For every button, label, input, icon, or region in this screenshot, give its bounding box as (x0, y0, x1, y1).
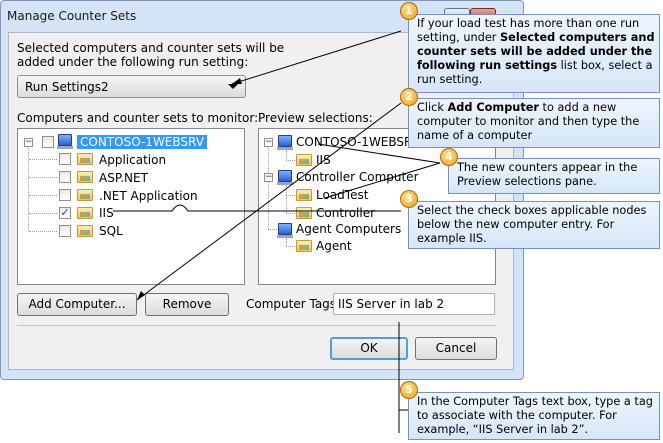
tree-item-sql[interactable]: SQL (99, 224, 123, 238)
divider (17, 325, 496, 326)
callout-badge-5: 5 (400, 381, 418, 399)
computer-icon (277, 223, 293, 238)
callout-4-text: The new counters appear in the Preview s… (457, 161, 638, 188)
callout-badge-4: 4 (440, 148, 458, 166)
counter-set-icon (296, 189, 312, 201)
collapse-icon[interactable]: − (264, 172, 273, 182)
left-panel-label: Computers and counter sets to monitor: (17, 111, 259, 125)
tree-line (28, 148, 29, 231)
callout-5: In the Computer Tags text box, type a ta… (408, 392, 660, 440)
iis-checkbox-checked[interactable]: ✓ (59, 206, 71, 219)
computers-tree-panel (17, 128, 245, 285)
callout-badge-3: 3 (400, 190, 418, 208)
tree-line (29, 159, 57, 160)
pointer-5 (398, 322, 408, 433)
tree-line (286, 150, 287, 160)
tree-item-iis[interactable]: IIS (99, 206, 114, 220)
computer-tags-input[interactable]: IIS Server in lab 2 (333, 293, 495, 315)
computer-icon (277, 170, 293, 185)
callout-2: Click Add Computer to add a new computer… (408, 98, 660, 148)
tree-line (29, 195, 57, 196)
collapse-icon[interactable]: − (24, 137, 33, 147)
preview-controller-child-node[interactable]: Controller (316, 206, 376, 220)
preview-agents-node[interactable]: Agent Computers (296, 222, 402, 236)
tree-line (268, 229, 277, 230)
counter-set-icon (77, 153, 93, 165)
callout-badge-1: 1 (400, 2, 418, 20)
tree-line (286, 213, 295, 214)
pointer-1 (231, 30, 402, 85)
instruction-line-2: added under the following run setting: (17, 55, 249, 69)
preview-agent-node[interactable]: Agent (316, 239, 352, 253)
computer-icon (277, 135, 293, 150)
application-checkbox[interactable] (59, 153, 71, 165)
counter-set-icon (77, 189, 93, 201)
run-setting-select[interactable]: Run Settings2 (17, 75, 246, 98)
computer-tags-label: Computer Tags: (246, 297, 341, 311)
instruction-line-1: Selected computers and counter sets will… (17, 41, 285, 55)
remove-button[interactable]: Remove (145, 293, 229, 316)
chevron-down-icon (228, 84, 238, 89)
pointer-3 (113, 204, 401, 212)
pointer-2 (136, 102, 402, 301)
computer-checkbox[interactable] (42, 136, 54, 148)
counter-set-icon (296, 240, 312, 252)
computer-icon (57, 134, 73, 149)
tree-line (29, 231, 57, 232)
add-computer-button[interactable]: Add Computer... (17, 293, 137, 316)
tree-line (286, 238, 287, 246)
counter-set-icon (296, 154, 312, 166)
tree-line (29, 177, 57, 178)
callout-1: If your load test has more than one run … (408, 14, 660, 93)
callout-3-text: Select the check boxes applicable nodes … (417, 204, 647, 245)
dialog-title: Manage Counter Sets (7, 9, 137, 23)
ok-button[interactable]: OK (330, 337, 408, 360)
aspnet-checkbox[interactable] (59, 171, 71, 183)
pointer-4b (324, 162, 441, 199)
tree-line (286, 160, 295, 161)
counter-set-icon (77, 207, 93, 219)
preview-loadtest-node[interactable]: LoadTest (316, 188, 369, 202)
run-setting-value: Run Settings2 (25, 80, 109, 94)
tree-line (286, 185, 287, 213)
tree-computer-node[interactable]: CONTOSO-1WEBSRV (77, 135, 207, 149)
callout-3: Select the check boxes applicable nodes … (408, 201, 660, 249)
tree-line (286, 195, 295, 196)
computer-tags-value: IIS Server in lab 2 (338, 297, 445, 311)
counter-set-icon (296, 207, 312, 219)
tree-item-application[interactable]: Application (99, 153, 167, 167)
counter-set-icon (77, 171, 93, 183)
callout-5-text: In the Computer Tags text box, type a ta… (417, 395, 653, 436)
tree-line (29, 213, 57, 214)
preview-controller-node[interactable]: Controller Computer (296, 170, 419, 184)
callout-1-text: If your load test has more than one run … (417, 17, 655, 86)
callout-4: The new counters appear in the Preview s… (448, 158, 660, 194)
callout-2-text: Click Add Computer to add a new computer… (417, 101, 640, 142)
dotnet-application-checkbox[interactable] (59, 189, 71, 201)
tree-item-dotnet-application[interactable]: .NET Application (99, 189, 198, 203)
right-panel-label: Preview selections: (258, 111, 373, 125)
callout-badge-2: 2 (400, 88, 418, 106)
cancel-button[interactable]: Cancel (415, 337, 497, 360)
tree-line (286, 246, 295, 247)
tree-item-aspnet[interactable]: ASP.NET (99, 171, 148, 185)
sql-checkbox[interactable] (59, 225, 71, 237)
collapse-icon[interactable]: − (264, 137, 273, 147)
tree-line (268, 145, 269, 229)
counter-set-icon (77, 225, 93, 237)
pointer-4 (317, 143, 441, 164)
